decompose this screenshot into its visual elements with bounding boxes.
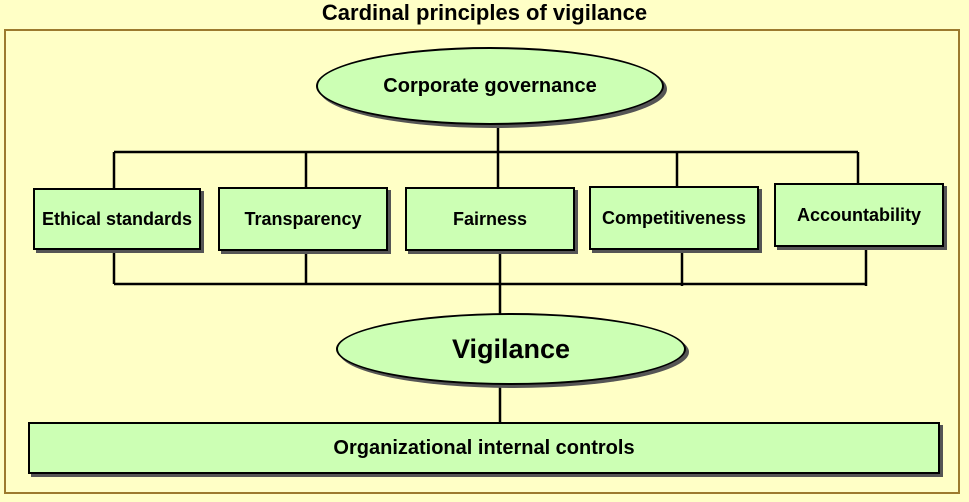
principle-label: Accountability (796, 204, 921, 225)
corporate-governance-label: Corporate governance (383, 74, 597, 97)
principle-transparency: Transparency (218, 187, 388, 251)
vigilance-node: Vigilance (336, 313, 686, 385)
principle-label: Transparency (244, 208, 362, 229)
vigilance-label: Vigilance (451, 333, 571, 364)
principle-fairness: Fairness (405, 187, 575, 251)
principle-competitiveness: Competitiveness (589, 186, 759, 250)
principle-accountability: Accountability (774, 183, 944, 247)
diagram-frame (4, 29, 960, 494)
corporate-governance-node: Corporate governance (316, 47, 664, 125)
principle-label: Ethical standards (41, 208, 193, 229)
diagram-title: Cardinal principles of vigilance (321, 0, 648, 25)
principle-label: Fairness (452, 208, 528, 229)
organizational-internal-controls-label: Organizational internal controls (333, 436, 635, 459)
principle-label: Competitiveness (601, 207, 747, 228)
principle-ethical-standards: Ethical standards (33, 188, 201, 250)
organizational-internal-controls-node: Organizational internal controls (28, 422, 940, 474)
